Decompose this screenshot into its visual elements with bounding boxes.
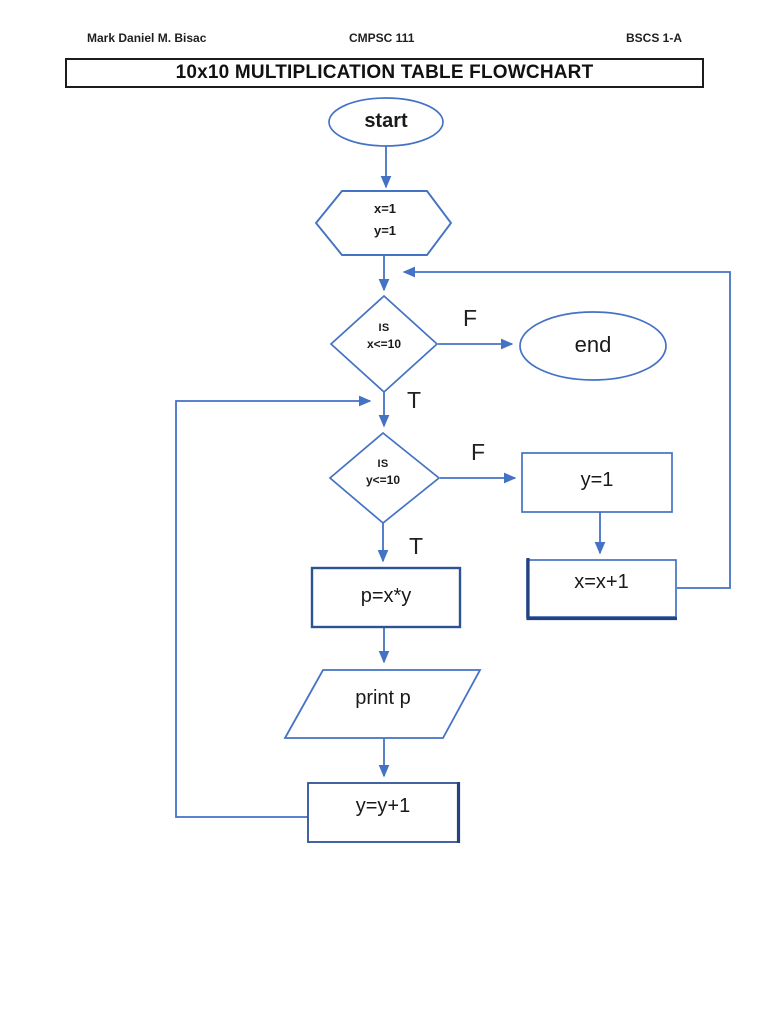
- inc-y-rect-shape: [307, 782, 459, 843]
- start-label: start: [364, 110, 408, 132]
- print-p-label: print p: [355, 687, 411, 709]
- end-oval-shape: [519, 311, 667, 381]
- cond-x-diamond-shape: [329, 294, 439, 394]
- cond-x-true-label: T: [406, 387, 422, 413]
- init-hexagon-shape: [314, 190, 453, 256]
- inc-x-rect-shape: [526, 559, 677, 618]
- header-student-name: Mark Daniel M. Bisac: [87, 31, 207, 45]
- reset-y-label: y=1: [580, 469, 614, 491]
- inc-x-label: x=x+1: [574, 571, 629, 593]
- compute-p-label: p=x*y: [360, 585, 412, 607]
- cond-x-label-line2: x<=10: [366, 337, 402, 351]
- cond-y-diamond-shape: [328, 431, 441, 525]
- header-course: CMPSC 111: [349, 31, 415, 45]
- cond-y-true-label: T: [408, 533, 424, 559]
- cond-x-false-label: F: [462, 305, 478, 331]
- end-label: end: [574, 332, 612, 357]
- inc-x-rect-shadow-edge: [526, 558, 677, 621]
- compute-p-rect-shape: [310, 566, 462, 629]
- init-label-line2: y=1: [373, 223, 397, 238]
- cond-y-false-label: F: [470, 439, 486, 465]
- cond-x-label-line1: IS: [378, 322, 390, 334]
- start-oval-shape: [328, 97, 444, 147]
- cond-y-label-line2: y<=10: [365, 473, 401, 487]
- reset-y-rect-shape: [521, 452, 673, 513]
- print-p-parallelogram-shape: [283, 669, 482, 739]
- connector-inc-y-loop-to-cond-y: [175, 395, 372, 818]
- header-section: BSCS 1-A: [626, 31, 683, 45]
- inc-y-label: y=y+1: [355, 795, 411, 817]
- title-box: 10x10 MULTIPLICATION TABLE FLOWCHART: [65, 58, 704, 88]
- connector-inc-x-loop-to-cond-x: [402, 266, 731, 589]
- cond-y-label-line1: IS: [377, 458, 389, 470]
- page-title: 10x10 MULTIPLICATION TABLE FLOWCHART: [175, 62, 594, 83]
- init-label-line1: x=1: [373, 201, 397, 216]
